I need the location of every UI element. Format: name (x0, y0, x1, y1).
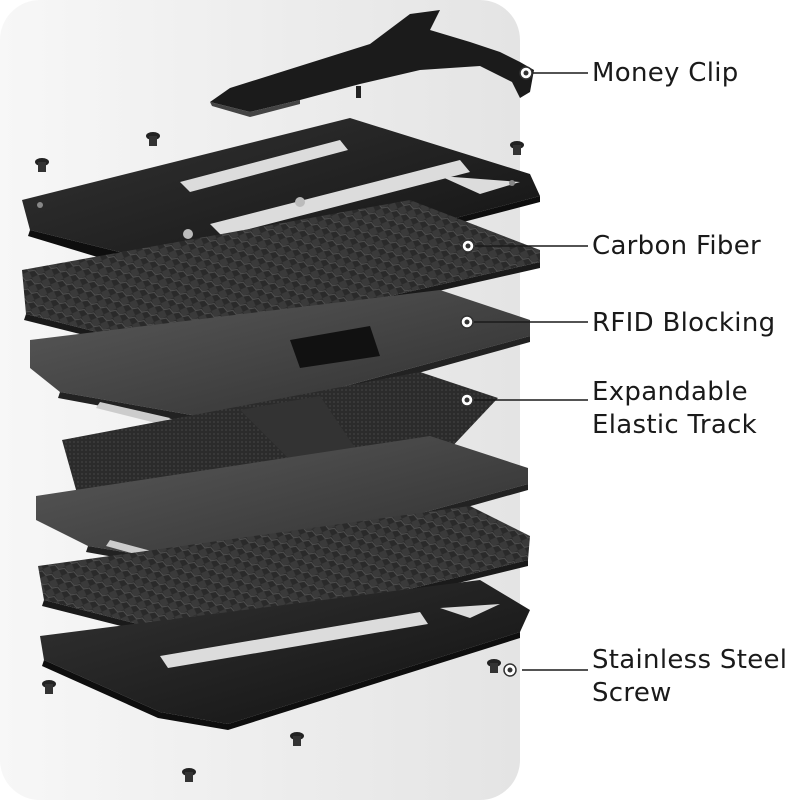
leader-elastic-track (460, 393, 588, 407)
label-elastic-track: Expandable Elastic Track (592, 376, 757, 442)
leader-screw (503, 663, 588, 677)
carbon-fiber-plate-bottom (38, 506, 530, 646)
label-stainless-steel-screw: Stainless Steel Screw (592, 644, 787, 710)
carbon-fiber-plate-top (22, 200, 540, 354)
leader-carbon-fiber (461, 239, 588, 253)
screw-bottom-3 (182, 768, 196, 782)
screw-top-3 (510, 141, 524, 155)
rfid-blocking-plate-top (30, 290, 530, 428)
label-screw-line1: Stainless Steel (592, 645, 788, 675)
label-carbon-fiber: Carbon Fiber (592, 231, 762, 261)
screw-bottom-2 (290, 732, 304, 746)
screw-top-1 (146, 132, 160, 146)
screw-top-2 (35, 158, 49, 172)
label-money-clip: Money Clip (592, 58, 739, 88)
screw-bottom-1 (42, 680, 56, 694)
leader-money-clip (519, 66, 588, 80)
label-screw-line2: Screw (592, 678, 672, 708)
stainless-steel-screw-sample (487, 659, 501, 673)
label-elastic-track-line1: Expandable (592, 377, 748, 407)
leader-rfid-blocking (460, 315, 588, 329)
label-elastic-track-line2: Elastic Track (592, 410, 758, 440)
money-clip-part (210, 10, 534, 117)
bottom-metal-frame (40, 580, 530, 730)
label-rfid-blocking: RFID Blocking (592, 308, 776, 338)
